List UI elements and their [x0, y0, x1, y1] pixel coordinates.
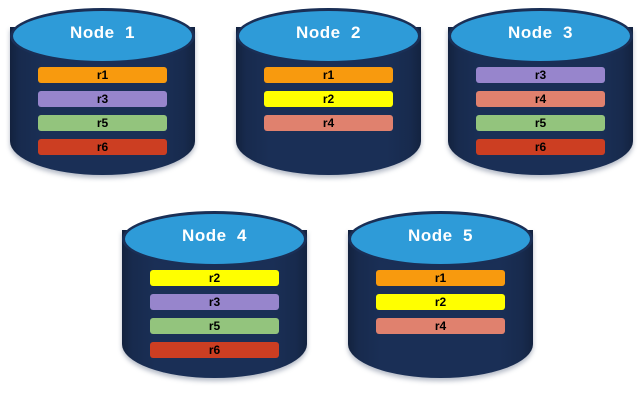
node-cylinder-5[interactable]: Node 5 r1 r2 r4	[348, 208, 533, 383]
replica-bar[interactable]: r3	[150, 294, 279, 310]
replica-bar[interactable]: r1	[38, 67, 167, 83]
replica-bar[interactable]: r2	[264, 91, 393, 107]
node-cylinder-1[interactable]: Node 1 r1 r3 r5 r6	[10, 5, 195, 180]
node-cylinder-4[interactable]: Node 4 r2 r3 r5 r6	[122, 208, 307, 383]
node-top-disc	[348, 211, 533, 267]
replica-bar[interactable]: r5	[150, 318, 279, 334]
node-top-disc	[122, 211, 307, 267]
replica-bar[interactable]: r3	[476, 67, 605, 83]
replica-list: r1 r2 r4	[376, 270, 505, 342]
replica-bar[interactable]: r2	[150, 270, 279, 286]
replica-bar[interactable]: r4	[376, 318, 505, 334]
replica-list: r1 r2 r4	[264, 67, 393, 139]
replica-bar[interactable]: r3	[38, 91, 167, 107]
replica-bar[interactable]: r1	[376, 270, 505, 286]
replica-bar[interactable]: r4	[476, 91, 605, 107]
replica-bar[interactable]: r6	[476, 139, 605, 155]
node-label: Node 3	[508, 23, 573, 42]
replica-bar[interactable]: r4	[264, 115, 393, 131]
replica-bar[interactable]: r2	[376, 294, 505, 310]
node-top-disc	[236, 8, 421, 64]
node-label: Node 5	[408, 226, 473, 245]
node-cylinder-3[interactable]: Node 3 r3 r4 r5 r6	[448, 5, 633, 180]
replica-list: r1 r3 r5 r6	[38, 67, 167, 163]
replica-bar[interactable]: r6	[150, 342, 279, 358]
replica-bar[interactable]: r1	[264, 67, 393, 83]
replica-list: r2 r3 r5 r6	[150, 270, 279, 366]
node-top-disc	[10, 8, 195, 64]
node-label: Node 2	[296, 23, 361, 42]
node-cylinder-2[interactable]: Node 2 r1 r2 r4	[236, 5, 421, 180]
node-top-disc	[448, 8, 633, 64]
replica-bar[interactable]: r5	[476, 115, 605, 131]
replica-bar[interactable]: r6	[38, 139, 167, 155]
replica-list: r3 r4 r5 r6	[476, 67, 605, 163]
node-label: Node 1	[70, 23, 135, 42]
replica-bar[interactable]: r5	[38, 115, 167, 131]
node-label: Node 4	[182, 226, 247, 245]
